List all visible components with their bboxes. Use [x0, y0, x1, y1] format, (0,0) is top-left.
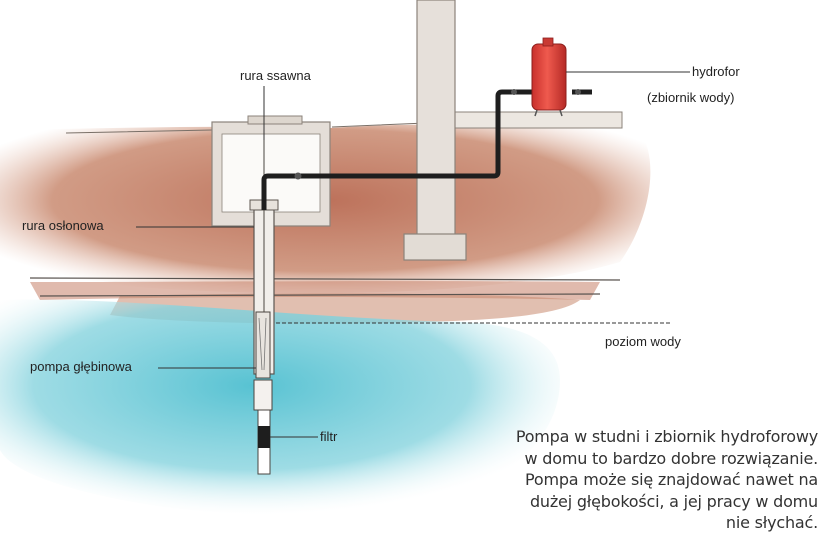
caption-line: w domu to bardzo dobre rozwiązanie. — [524, 448, 819, 468]
label-deep-pump: pompa głębinowa — [30, 359, 132, 374]
hydrophore-tank — [531, 43, 567, 111]
caption: Pompa w studni i zbiornik hydroforowy w … — [470, 426, 818, 534]
label-casing-pipe: rura osłonowa — [22, 218, 104, 233]
caption-line: nie słychać. — [725, 513, 818, 532]
foundation-column — [416, 0, 456, 237]
label-water-level: poziom wody — [605, 334, 681, 349]
well-chamber-lid — [247, 115, 303, 125]
groundwater-layer — [0, 299, 560, 515]
label-filter: filtr — [320, 429, 338, 444]
pipe-valve-3 — [575, 89, 581, 95]
caption-line: dużej głębokości, a jej pracy w domu — [529, 491, 818, 511]
stratum-line-1 — [29, 277, 621, 281]
caption-line: Pompa w studni i zbiornik hydroforowy — [515, 427, 818, 446]
label-hydrophore-sub: (zbiornik wody) — [647, 90, 735, 105]
stratum-line-2 — [39, 293, 601, 297]
label-hydrophore: hydrofor — [692, 64, 740, 79]
caption-line: Pompa może się znajdować nawet na — [524, 470, 818, 489]
pump-cable — [258, 317, 267, 371]
pipe-valve-1 — [294, 172, 302, 180]
tank-top-fitting — [542, 37, 554, 47]
pipe-valve-2 — [511, 89, 517, 95]
label-suction-pipe: rura ssawna — [240, 68, 311, 83]
filter-element — [258, 426, 270, 448]
pump-body — [253, 379, 273, 411]
deep-well-pump — [255, 311, 271, 379]
column-footing — [403, 233, 467, 261]
tank-legs — [534, 109, 563, 117]
